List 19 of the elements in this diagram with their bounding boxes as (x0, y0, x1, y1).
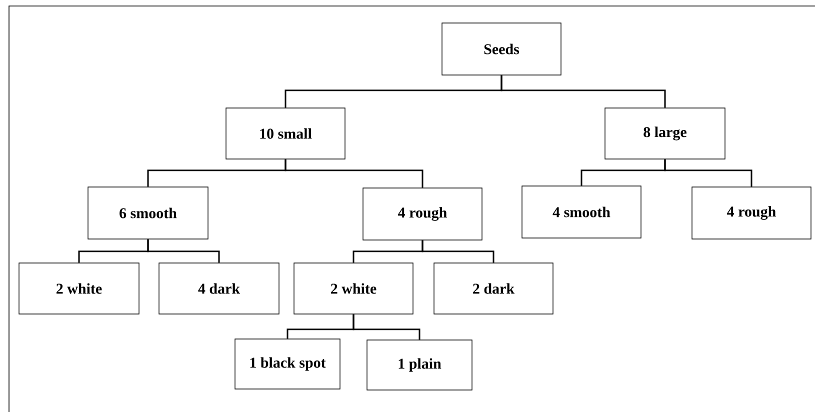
box: 2 white (294, 262, 414, 314)
box: 2 white (18, 262, 140, 314)
connector (147, 239, 220, 263)
box: 1 black spot (234, 338, 340, 390)
box: 2 dark (434, 262, 554, 314)
box: Seeds (442, 22, 562, 76)
connector (284, 159, 424, 188)
connector (500, 75, 666, 108)
connector (664, 159, 752, 187)
connector (352, 314, 420, 340)
box: 4 rough (692, 186, 812, 240)
box: 10 small (226, 108, 346, 160)
box: 8 large (604, 108, 726, 160)
box: 4 smooth (522, 186, 642, 238)
connector (422, 240, 494, 263)
box: 1 plain (366, 340, 472, 390)
box: 4 rough (362, 188, 482, 240)
box: 4 dark (158, 262, 280, 314)
box: 6 smooth (88, 186, 208, 240)
